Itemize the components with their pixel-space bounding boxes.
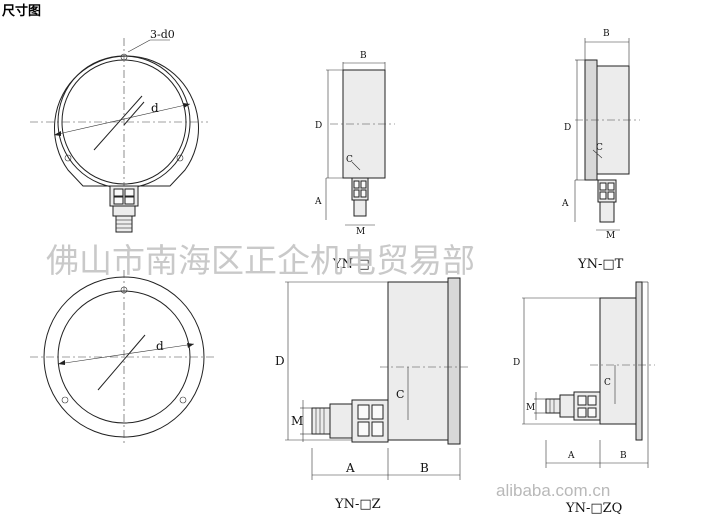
- svg-text:C: C: [346, 155, 353, 165]
- thread-connector-z: [311, 407, 331, 435]
- svg-text:A: A: [314, 197, 322, 207]
- caption-ynz: YN-□Z: [334, 497, 381, 512]
- svg-text:M: M: [526, 403, 535, 413]
- case-body-z: [387, 281, 449, 441]
- mount-hole-left: [64, 154, 72, 162]
- front-flange-z: [447, 277, 461, 445]
- site-watermark: alibaba.com.cn: [496, 481, 610, 500]
- svg-text:M: M: [606, 231, 615, 241]
- diameter-label-bottom: d: [156, 339, 164, 353]
- mount-hole-right: [176, 154, 184, 162]
- watermark-text: 佛山市南海区正企机电贸易部: [46, 241, 475, 280]
- svg-text:M: M: [356, 227, 365, 237]
- side-view-yn: B D C A M YN-□: [314, 51, 395, 272]
- svg-text:D: D: [315, 121, 322, 131]
- svg-text:B: B: [420, 461, 429, 475]
- svg-text:B: B: [603, 29, 610, 39]
- svg-text:C: C: [596, 143, 603, 153]
- panel-flange-zq: [635, 281, 643, 441]
- caption-ynt: YN-□T: [577, 257, 624, 272]
- side-view-ynzq: D C M A B YN-□ZQ: [513, 281, 655, 516]
- gauge-case-outline: [54, 55, 199, 187]
- svg-text:B: B: [360, 51, 367, 61]
- caption-ynzq: YN-□ZQ: [565, 501, 622, 516]
- svg-text:C: C: [604, 378, 611, 388]
- bolt-label: 3-d0: [150, 28, 175, 41]
- svg-text:A: A: [561, 199, 569, 209]
- svg-text:B: B: [620, 451, 627, 461]
- svg-text:D: D: [275, 354, 285, 368]
- front-view-top: 3-d0 d: [30, 28, 208, 233]
- bolt-leader: [127, 39, 151, 53]
- front-view-bottom: d: [30, 270, 214, 446]
- case-body-zq: [599, 297, 637, 425]
- diameter-line-bottom: [57, 343, 195, 365]
- svg-text:M: M: [291, 414, 303, 428]
- pointer-bottom: [97, 334, 146, 391]
- page-title: 尺寸图: [2, 4, 42, 19]
- pointer: [93, 95, 143, 151]
- svg-text:C: C: [396, 388, 404, 401]
- side-view-ynz: D C M A B YN-□Z: [275, 277, 470, 512]
- thread-connector-zq: [545, 398, 561, 414]
- svg-text:A: A: [345, 461, 355, 475]
- caption-yn: YN-□: [332, 257, 370, 272]
- side-view-ynt: B D C A M YN-□T: [561, 29, 640, 272]
- svg-text:D: D: [513, 358, 520, 368]
- svg-text:A: A: [567, 451, 575, 461]
- mount-hole-top: [120, 53, 128, 61]
- diameter-label: d: [151, 101, 159, 115]
- svg-text:D: D: [564, 123, 571, 133]
- diameter-line-d: [53, 103, 191, 136]
